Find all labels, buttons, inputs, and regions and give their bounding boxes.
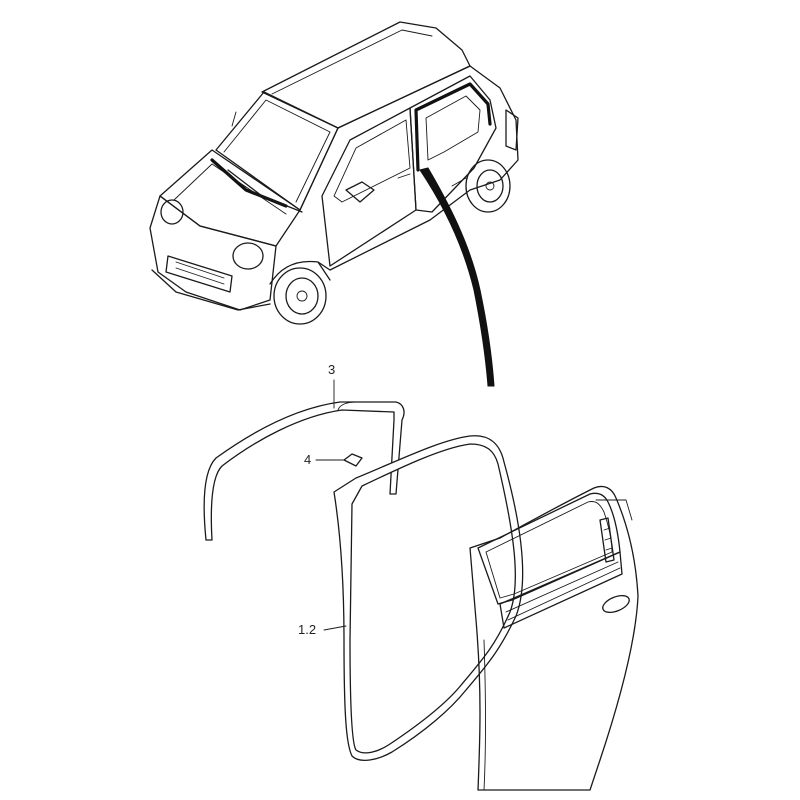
leader-line — [419, 167, 495, 387]
door-outer — [469, 485, 639, 791]
car-illustration — [149, 21, 519, 325]
callout-3: 3 — [328, 362, 335, 409]
door-belt-line — [499, 551, 623, 629]
callout-leader-1-2 — [323, 625, 347, 631]
antenna — [231, 111, 237, 127]
front-wheel — [273, 267, 327, 325]
seal-corner-detail — [337, 401, 357, 411]
rear-door-seal-highlight — [414, 82, 492, 172]
front-door-window — [333, 119, 411, 203]
door-rear-edge — [595, 499, 633, 521]
wiper-right — [227, 169, 303, 213]
rear-hub-center — [485, 181, 495, 191]
part-1-2-door-weatherstrip — [333, 435, 524, 762]
rear-door-panel — [469, 485, 639, 791]
rear-door-handle — [451, 177, 467, 187]
front-door-handle — [397, 173, 411, 179]
rear-door-window — [425, 95, 481, 161]
callout-label-4: 4 — [304, 452, 311, 467]
front-hubcap — [285, 277, 319, 315]
headlight-right — [232, 242, 264, 270]
front-wheel-arch — [269, 260, 331, 285]
front-bumper — [151, 269, 271, 311]
rear-hubcap — [476, 169, 504, 203]
grille-slats — [175, 261, 225, 285]
latch-detail — [603, 527, 613, 551]
headlight-left — [160, 199, 184, 225]
door-handle — [602, 595, 630, 613]
rear-door — [409, 75, 497, 213]
door-belt-moulding — [505, 561, 621, 621]
hood — [159, 149, 301, 247]
windshield — [215, 91, 339, 211]
front-fascia — [149, 195, 277, 311]
wiper-left — [210, 158, 288, 208]
rear-light — [505, 109, 519, 151]
callout-label-1-2: 1.2 — [298, 622, 316, 637]
hood-crease — [173, 163, 287, 215]
rear-wheel — [465, 159, 511, 213]
door-window-frame — [477, 492, 621, 605]
front-grille — [165, 255, 233, 293]
body-side — [299, 65, 519, 271]
callout-4: 4 — [304, 452, 345, 467]
side-mirror — [345, 181, 375, 203]
callout-label-3: 3 — [328, 362, 335, 377]
part-4-clip — [343, 453, 363, 467]
part-3-window-seal — [203, 401, 405, 541]
callout-1-2: 1.2 — [298, 622, 347, 637]
door-window-opening — [485, 501, 613, 599]
roof-rail — [271, 29, 433, 95]
front-hub-center — [296, 290, 308, 302]
windshield-inner — [223, 99, 331, 203]
door-latch — [599, 517, 615, 563]
car-roof — [261, 21, 471, 129]
door-inner-edge — [483, 639, 486, 791]
